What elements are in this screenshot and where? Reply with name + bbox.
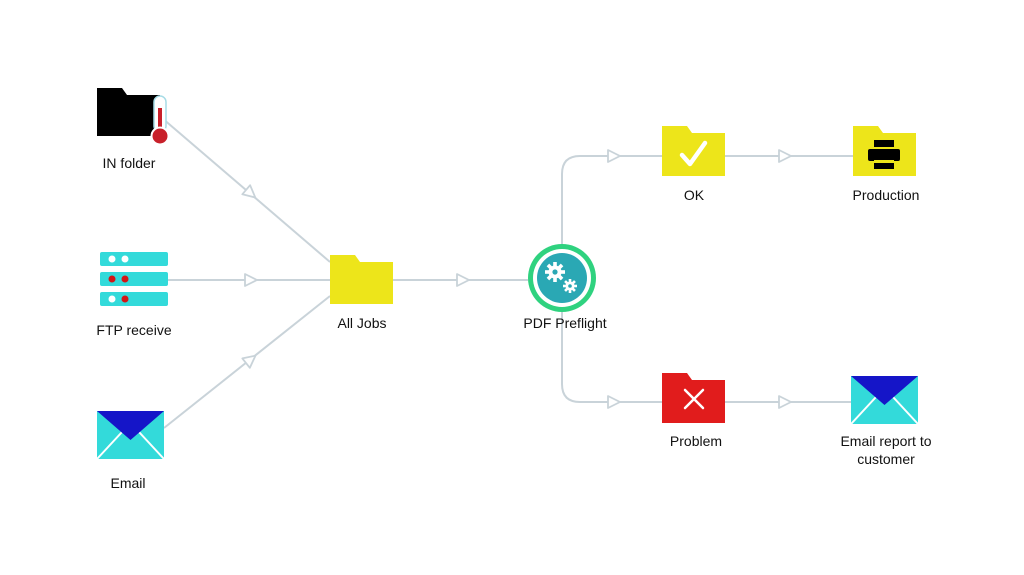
ftp-receive-node[interactable] xyxy=(100,252,168,306)
printer-paper-slot xyxy=(874,160,894,163)
arrowhead xyxy=(778,395,792,409)
envelope-flap xyxy=(851,376,918,405)
server-unit xyxy=(100,292,168,306)
x-icon xyxy=(683,388,705,410)
pdf-preflight-node[interactable] xyxy=(528,244,596,312)
server-led xyxy=(108,275,116,283)
gear-small xyxy=(563,279,577,293)
production-node[interactable] xyxy=(853,126,916,176)
server-unit xyxy=(100,252,168,266)
in-folder-node[interactable] xyxy=(97,88,170,146)
gears-icon xyxy=(528,244,596,312)
server-led xyxy=(121,295,129,303)
thermometer-bulb xyxy=(150,126,170,146)
folder-tab xyxy=(330,255,393,304)
production-label: Production xyxy=(852,187,920,203)
envelope-fold-lines xyxy=(850,396,919,425)
server-icon xyxy=(100,252,168,306)
connector-preflight-to-problem xyxy=(561,310,662,403)
all-jobs-label: All Jobs xyxy=(337,315,387,331)
check-icon xyxy=(679,140,708,167)
connector-preflight-to-ok xyxy=(561,155,662,250)
pdf-preflight-label: PDF Preflight xyxy=(523,315,607,331)
folder-check-icon xyxy=(662,126,725,176)
folder-tab xyxy=(662,126,725,176)
envelope-fold-lines xyxy=(96,431,165,460)
connectors xyxy=(161,117,853,429)
ok-label: OK xyxy=(683,187,705,203)
server-led xyxy=(108,295,116,303)
folder-body xyxy=(97,95,160,136)
folder-x-icon xyxy=(662,373,725,423)
printer-icon xyxy=(868,140,900,169)
problem-node[interactable] xyxy=(662,373,725,423)
arrowhead xyxy=(241,354,257,369)
arrowheads xyxy=(241,149,792,409)
email-report-node[interactable] xyxy=(850,376,919,425)
envelope-flap xyxy=(97,411,164,440)
envelope-icon xyxy=(96,411,165,460)
email-report-label: Email report to customer xyxy=(840,433,932,467)
server-led xyxy=(108,255,116,263)
arrowhead xyxy=(778,149,792,163)
gear-large xyxy=(545,262,565,282)
email-node[interactable] xyxy=(96,411,165,460)
arrowhead xyxy=(244,273,258,287)
email-label: Email xyxy=(110,475,146,491)
server-led xyxy=(121,275,129,283)
arrowhead xyxy=(241,184,257,199)
ok-node[interactable] xyxy=(662,126,725,176)
folder-thermometer-icon xyxy=(97,88,170,146)
folder-printer-icon xyxy=(853,126,916,176)
arrowhead xyxy=(456,273,470,287)
thermometer-mercury xyxy=(158,108,162,132)
folder-icon xyxy=(330,255,393,304)
server-unit xyxy=(100,272,168,286)
arrowhead xyxy=(607,395,621,409)
problem-label: Problem xyxy=(669,433,723,449)
arrowhead xyxy=(607,149,621,163)
envelope-icon xyxy=(850,376,919,425)
all-jobs-node[interactable] xyxy=(330,255,393,304)
in-folder-label: IN folder xyxy=(102,155,156,171)
server-led xyxy=(121,255,129,263)
ftp-receive-label: FTP receive xyxy=(96,322,172,338)
